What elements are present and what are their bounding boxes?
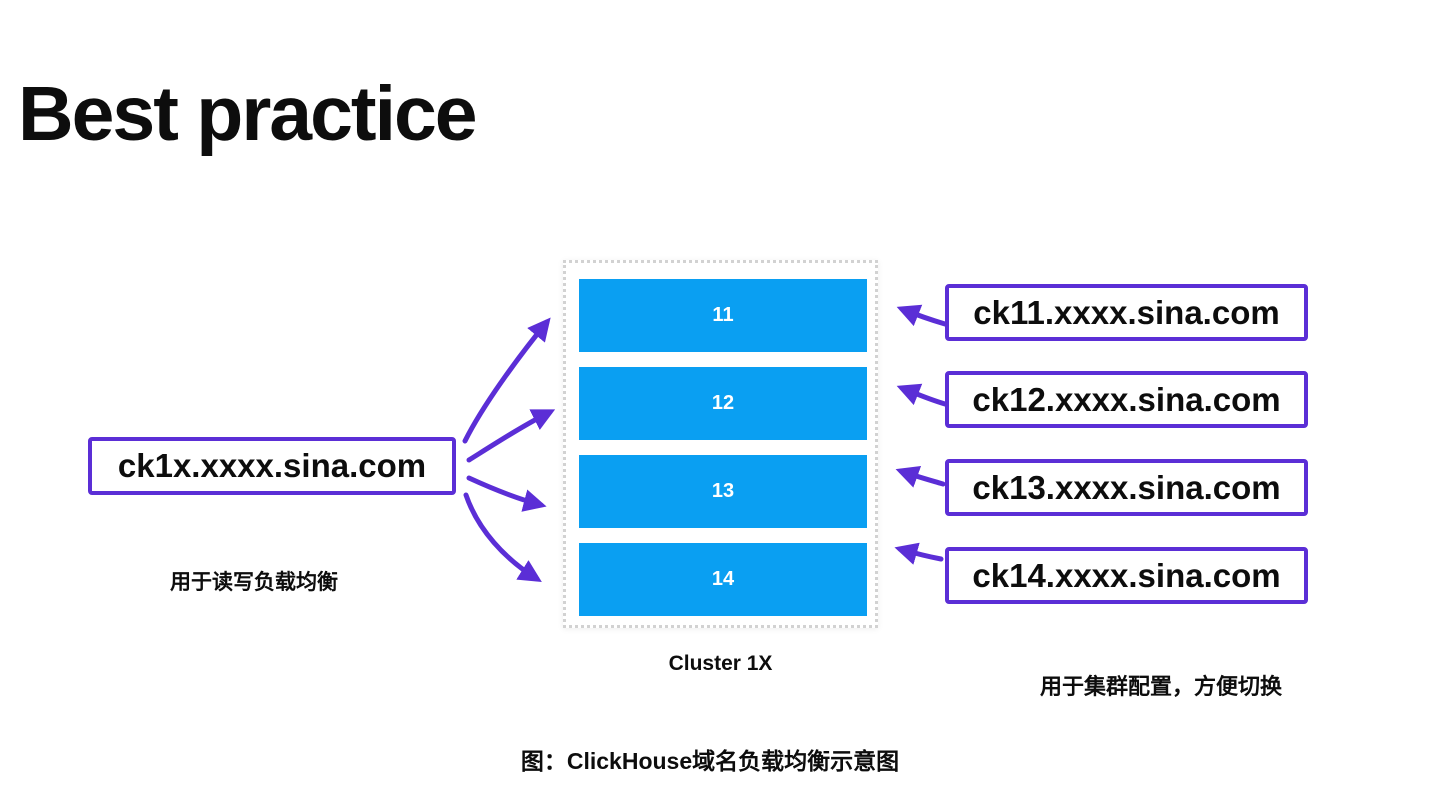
cluster-node-11: 11 [579,279,867,352]
cluster-box: 11 12 13 14 [563,260,878,628]
arrow-ck13-to-node-13 [895,465,946,488]
arrow-ck1x-to-node-13 [466,475,547,512]
node-domain-box-ck14: ck14.xxxx.sina.com [945,547,1308,604]
arrow-ck1x-to-node-12 [466,409,556,463]
node-domain-box-ck12: ck12.xxxx.sina.com [945,371,1308,428]
write-domain-box: ck1x.xxxx.sina.com [88,437,456,495]
arrow-ck14-to-node-14 [894,542,944,565]
node-domain-box-ck11: ck11.xxxx.sina.com [945,284,1308,341]
node-domain-box-ck13: ck13.xxxx.sina.com [945,459,1308,516]
cluster-node-13: 13 [579,455,867,528]
cluster-node-12: 12 [579,367,867,440]
arrow-ck1x-to-node-11 [462,317,551,444]
cluster-node-14: 14 [579,543,867,616]
arrow-ck12-to-node-12 [896,383,948,407]
arrow-ck11-to-node-11 [896,304,948,327]
write-domain-note: 用于读写负载均衡 [170,571,338,594]
page-title: Best practice [18,71,478,157]
figure-caption: 图：ClickHouse域名负载均衡示意图 [520,748,900,774]
node-domains-note: 用于集群配置，方便切换 [1040,674,1283,699]
arrow-ck1x-to-node-14 [463,492,542,583]
cluster-label: Cluster 1X [668,652,773,675]
